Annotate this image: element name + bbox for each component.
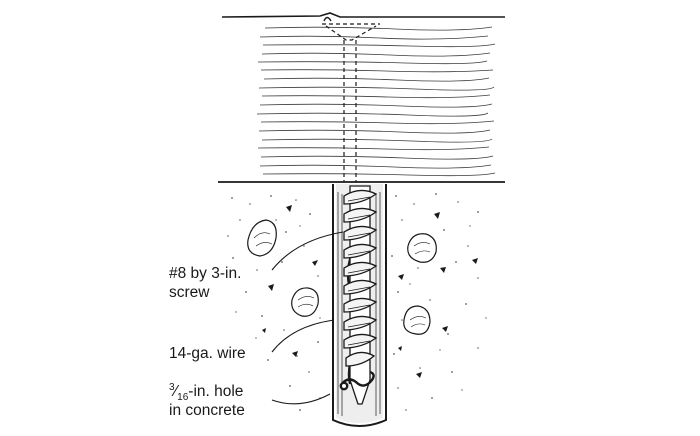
screw-head-mark [323,16,332,22]
hole-fraction-denominator: 16 [177,392,189,404]
hole-wall-shading [337,192,381,416]
pebble-hatching [253,232,431,328]
hole-label: 3⁄16-in. hole in concrete [169,382,245,420]
wood-board [218,12,505,183]
board-top-edge [221,12,505,18]
pebble [403,305,431,335]
screw-label-line1: #8 by 3-in. [169,265,242,282]
thread-shadows [347,196,371,346]
wire-label: 14-ga. wire [169,344,246,363]
hole-walls [332,184,387,427]
leader-wire [271,319,335,353]
leader-lines [271,231,344,405]
hole-fraction-numerator: 3 [169,381,175,393]
leader-screw [271,231,344,271]
small-stones [262,205,478,378]
wood-grain [256,26,496,177]
pebble [247,219,277,257]
screw-label: #8 by 3-in. screw [169,264,241,302]
leader-hole [271,393,331,405]
wire-end-twist [339,370,375,391]
hole-label-line1: 3⁄16-in. hole [169,381,244,404]
hole-label-line1-rest: -in. hole [188,383,244,400]
screw-hidden-in-board [322,23,380,182]
screw [343,185,378,405]
aggregate-pebbles [247,219,437,335]
wire-label-text: 14-ga. wire [169,345,246,362]
pebble [407,233,437,263]
hole-label-line2: in concrete [169,402,245,419]
screw-label-line2: screw [169,284,210,301]
pebble [291,287,319,317]
